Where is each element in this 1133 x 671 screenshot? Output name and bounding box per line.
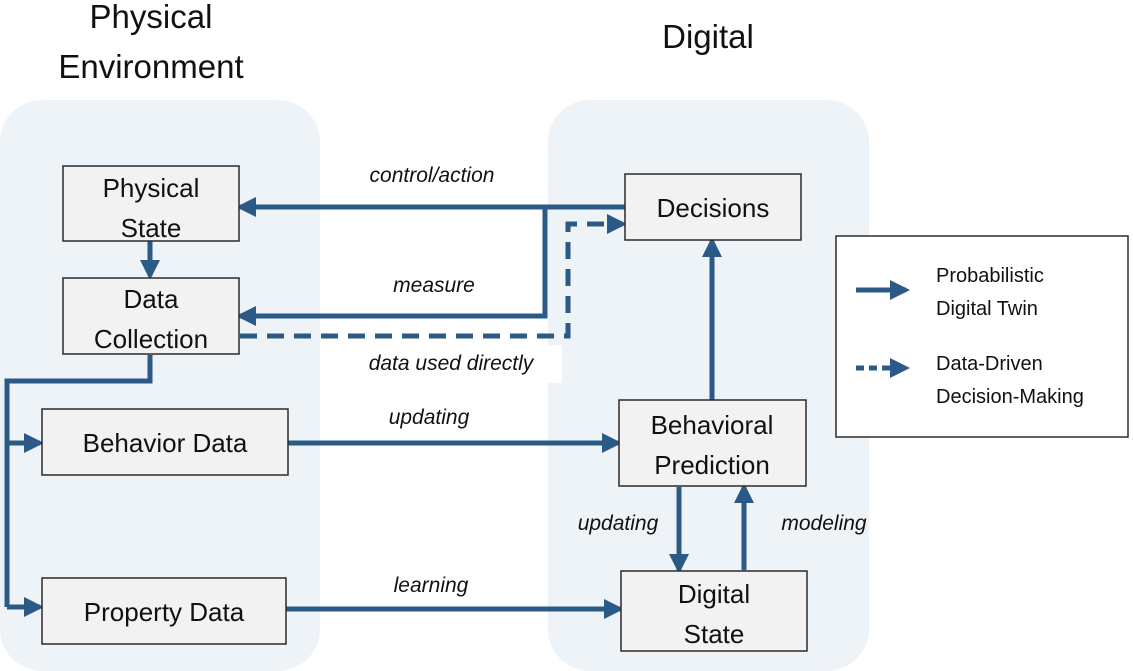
measure-arrow (236, 207, 548, 326)
updating-behavior-label: updating (389, 406, 470, 429)
legend-box (835, 235, 1129, 438)
behavioral-prediction-box (618, 399, 807, 487)
legend-dashed-label-line-1: Data-Driven (936, 353, 1043, 375)
data-used-directly-label-bg (342, 345, 562, 383)
data-used-directly-label: data used directly (369, 352, 535, 375)
control-action-label: control/action (370, 164, 495, 187)
decisions-label: Decisions (657, 193, 770, 223)
data-collection-label-line-1: Data (124, 284, 179, 314)
physical-state-box (62, 165, 240, 242)
measure-label: measure (393, 274, 475, 297)
behavior-data-label: Behavior Data (83, 428, 248, 458)
behavioral-prediction-label-line-1: Behavioral (651, 410, 774, 440)
collection-branch-line (4, 355, 153, 607)
behavioral-prediction-label-line-2: Prediction (654, 450, 770, 480)
behavior-data-box (41, 408, 289, 476)
property-data-box (41, 577, 287, 645)
physical-state-label-line-1: Physical (103, 173, 200, 203)
legend-solid-label-line-2: Digital Twin (936, 298, 1038, 320)
property-data-label: Property Data (84, 597, 245, 627)
data-used-directly-arrow (240, 214, 627, 339)
updating-state-label: updating (578, 512, 659, 535)
legend-dashed-label-line-2: Decision-Making (936, 386, 1084, 408)
physical-environment-region (0, 100, 320, 671)
data-collection-label-line-2: Collection (94, 324, 208, 354)
modeling-label: modeling (781, 512, 867, 535)
digital-region-title: Digital (662, 18, 754, 55)
digital-state-label-line-2: State (684, 619, 745, 649)
physical-state-label-line-2: State (121, 213, 182, 243)
learning-label: learning (394, 574, 469, 597)
decisions-box (624, 173, 802, 241)
digital-state-label-line-1: Digital (678, 579, 750, 609)
data-collection-box (62, 277, 240, 355)
digital-region (548, 100, 869, 671)
physical-region-title-line-1: Physical (90, 0, 213, 35)
legend-solid-label-line-1: Probabilistic (936, 265, 1044, 287)
digital-state-box (620, 570, 808, 652)
physical-region-title-line-2: Environment (58, 48, 243, 85)
